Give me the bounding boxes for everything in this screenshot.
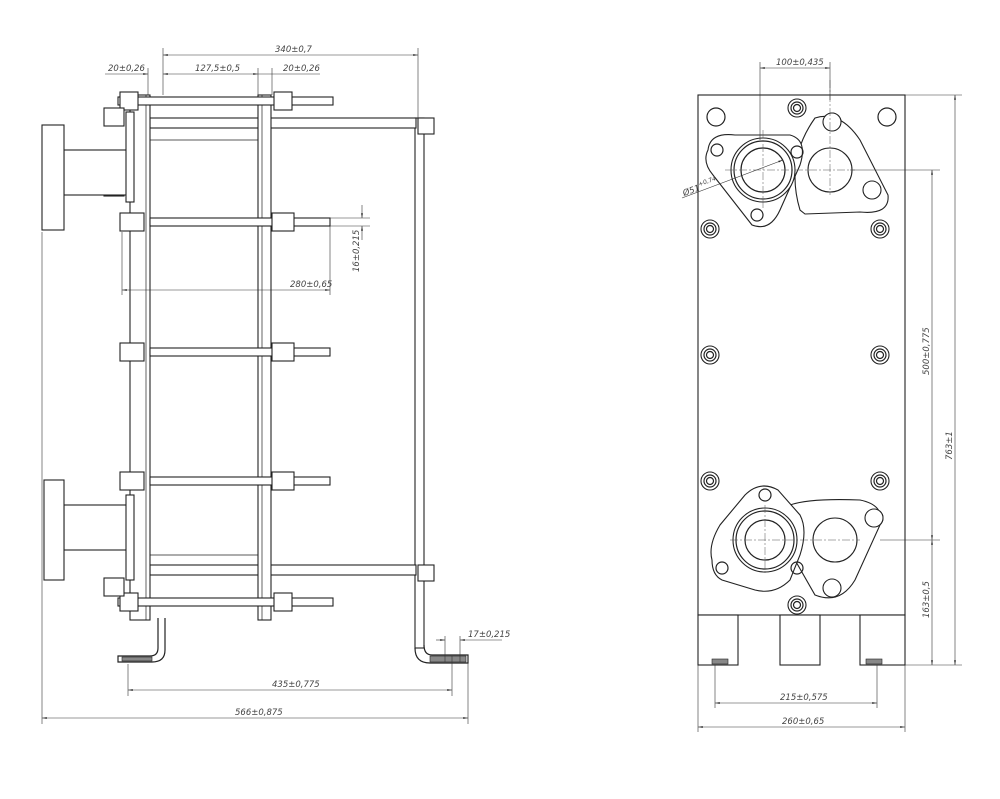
tie-rods	[103, 91, 334, 612]
dim-280: 280±0,65	[290, 280, 332, 290]
dim-163: 163±0,5	[922, 581, 932, 618]
dim-260: 260±0,65	[782, 717, 824, 727]
upper-ports	[705, 80, 889, 228]
upper-guide-bar	[149, 117, 417, 129]
dim-127-5: 127,5±0,5	[195, 64, 240, 74]
foot-section-hatch	[429, 655, 467, 663]
dim-500: 500±0,775	[922, 327, 932, 375]
dim-17: 17±0,215	[468, 630, 510, 640]
dim-16: 16±0,215	[352, 230, 362, 272]
frame-foot	[117, 618, 166, 663]
support-foot	[414, 644, 469, 664]
dim-20-left: 20±0,26	[108, 64, 145, 74]
pressure-plate	[257, 94, 272, 621]
guide-bar-nut	[417, 564, 435, 582]
upper-nozzle	[41, 111, 135, 231]
dim-763: 763±1	[945, 431, 955, 460]
lower-ports	[710, 485, 884, 599]
front-view: 100±0,435 Ø51+0,74 500±0,775 163±0,5 763…	[680, 58, 962, 732]
dim-215: 215±0,575	[780, 693, 828, 703]
dim-435: 435±0,775	[272, 680, 320, 690]
lower-guide-bar	[149, 564, 417, 576]
lower-nozzle	[43, 479, 135, 581]
guide-bar-nut	[417, 117, 435, 135]
dim-20-right: 20±0,26	[283, 64, 320, 74]
dim-566: 566±0,875	[235, 708, 283, 718]
corner-slots	[706, 107, 897, 127]
plate-pack	[150, 139, 258, 556]
dim-100: 100±0,435	[776, 58, 824, 68]
legs	[697, 614, 906, 666]
side-dimensions: 340±0,7 20±0,26 127,5±0,5 20±0,26 280±0,…	[41, 45, 510, 724]
dim-340: 340±0,7	[275, 45, 312, 55]
side-view: 340±0,7 20±0,26 127,5±0,5 20±0,26 280±0,…	[41, 45, 510, 724]
